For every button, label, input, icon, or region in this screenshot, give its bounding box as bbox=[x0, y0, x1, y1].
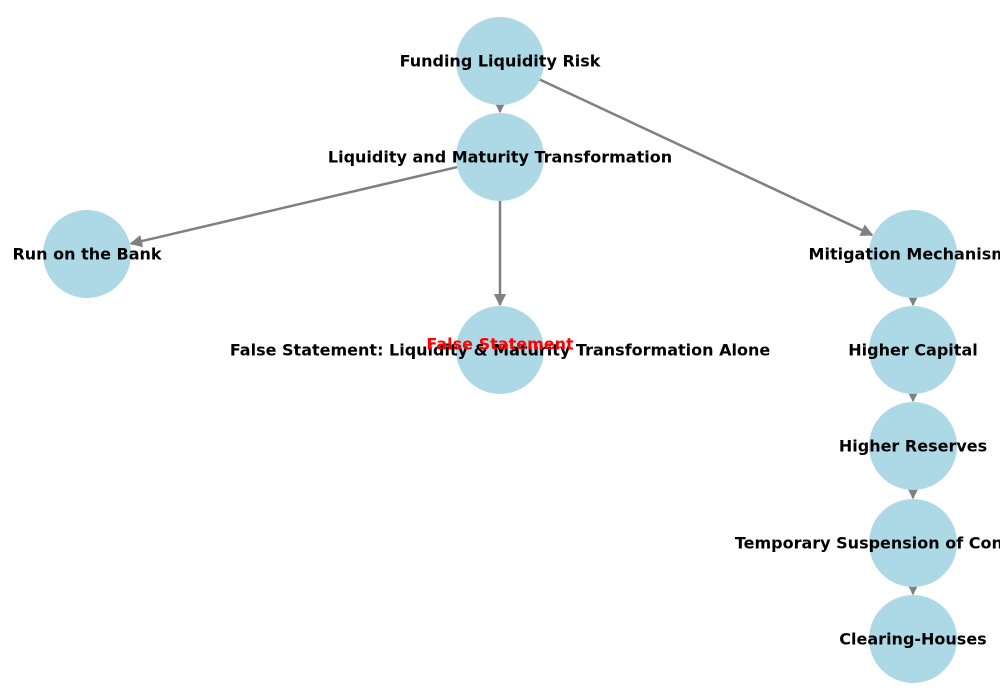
node-clearing bbox=[869, 595, 957, 683]
nodes-layer bbox=[43, 17, 957, 683]
node-label-clearing: Clearing-Houses bbox=[839, 630, 986, 649]
edges-layer bbox=[129, 78, 920, 596]
annotation-layer: False Statement bbox=[426, 335, 574, 354]
node-mitigation bbox=[869, 210, 957, 298]
node-label-lmt: Liquidity and Maturity Transformation bbox=[328, 148, 672, 167]
node-label-run: Run on the Bank bbox=[12, 245, 161, 264]
node-suspension bbox=[869, 499, 957, 587]
node-label-reserves: Higher Reserves bbox=[839, 437, 987, 456]
node-capital bbox=[869, 306, 957, 394]
node-false bbox=[456, 306, 544, 394]
node-label-suspension: Temporary Suspension of Convertibility bbox=[735, 534, 1000, 553]
node-funding bbox=[456, 17, 544, 105]
edge-funding-to-mitigation bbox=[539, 78, 874, 237]
node-label-funding: Funding Liquidity Risk bbox=[400, 52, 601, 71]
node-label-mitigation: Mitigation Mechanisms bbox=[809, 245, 1000, 264]
node-lmt bbox=[456, 113, 544, 201]
node-label-capital: Higher Capital bbox=[848, 341, 977, 360]
false-statement-annotation: False Statement bbox=[426, 335, 574, 354]
node-label-false: False Statement: Liquidity & Maturity Tr… bbox=[230, 341, 771, 360]
node-run bbox=[43, 210, 131, 298]
node-reserves bbox=[869, 402, 957, 490]
edge-lmt-to-run bbox=[129, 165, 458, 248]
